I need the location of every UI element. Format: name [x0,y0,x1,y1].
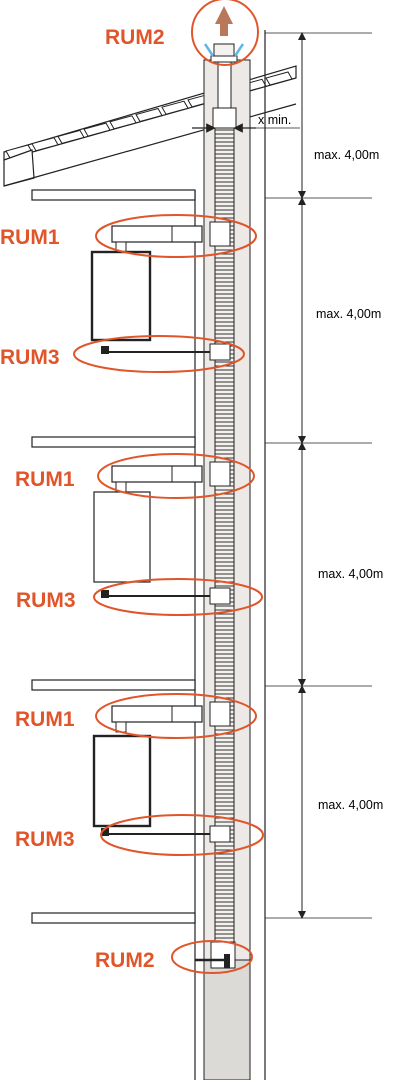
vent-right-icon [233,43,245,57]
bracket-valve [101,828,109,836]
exhaust-arrow-icon [215,6,233,36]
roof-tile [109,115,137,130]
chimney-shaft [203,59,251,1080]
spacing-label-4: max. 4,00m [318,798,383,812]
label-level2-bracket: RUM3 [16,589,76,612]
bracket-clamp [209,825,231,843]
support-beam [111,465,203,483]
callout-top-cap [191,0,259,66]
bracket-clamp [209,587,231,605]
roof-tile [265,71,293,86]
callout-level2-support [97,453,255,499]
callout-level1-support [95,214,257,258]
spacing-dimension-chain: max. 4,00m max. 4,00m max. 4,00m max. 4,… [265,32,383,919]
roof [3,65,297,187]
vent-left-icon [203,43,215,57]
label-level3-bracket: RUM3 [15,828,75,851]
appliance-level-1 [90,221,231,361]
callout-level3-bracket [100,814,264,856]
label-level3-support: RUM1 [15,708,75,731]
x-min-label: x min. [258,113,291,127]
support-beam [111,225,203,243]
bracket-clamp [209,343,231,361]
label-level2-support: RUM1 [15,468,75,491]
roof-tile [83,122,111,137]
label-level1-bracket: RUM3 [0,346,60,369]
roof-tile [161,100,189,115]
callout-labels: RUM2 RUM1 RUM3 RUM1 RUM3 RUM1 RUM3 RUM2 [0,26,165,972]
wall-clamp [209,221,231,247]
callout-level1-bracket [73,335,245,373]
bracket-valve [101,346,109,354]
spacing-label-1: max. 4,00m [314,148,379,162]
wall-clamp [209,461,231,487]
boiler-unit [93,491,151,583]
floor-slabs [31,189,196,924]
appliance-levels [90,221,231,843]
callout-level2-bracket [93,578,263,616]
bottom-support [195,941,236,969]
wall-clamp [209,701,231,727]
spacing-label-2: max. 4,00m [316,307,381,321]
chimney-cap [203,6,245,63]
appliance-level-2 [93,461,231,605]
x-min-dimension: x min. [192,113,300,133]
callout-level3-support [95,693,257,739]
support-beam [111,705,203,723]
label-bottom-support: RUM2 [95,949,155,972]
roof-tile [31,137,59,152]
label-top-cap: RUM2 [105,26,165,49]
boiler-unit [92,734,152,828]
label-level1-support: RUM1 [0,226,60,249]
roof-tile [57,129,85,144]
spacing-label-3: max. 4,00m [318,567,383,581]
callout-bottom-support [171,940,253,974]
callouts [73,0,264,974]
appliance-level-3 [92,701,231,843]
roof-tile [135,107,163,123]
boiler-unit [90,250,152,342]
bracket-valve [101,590,109,598]
